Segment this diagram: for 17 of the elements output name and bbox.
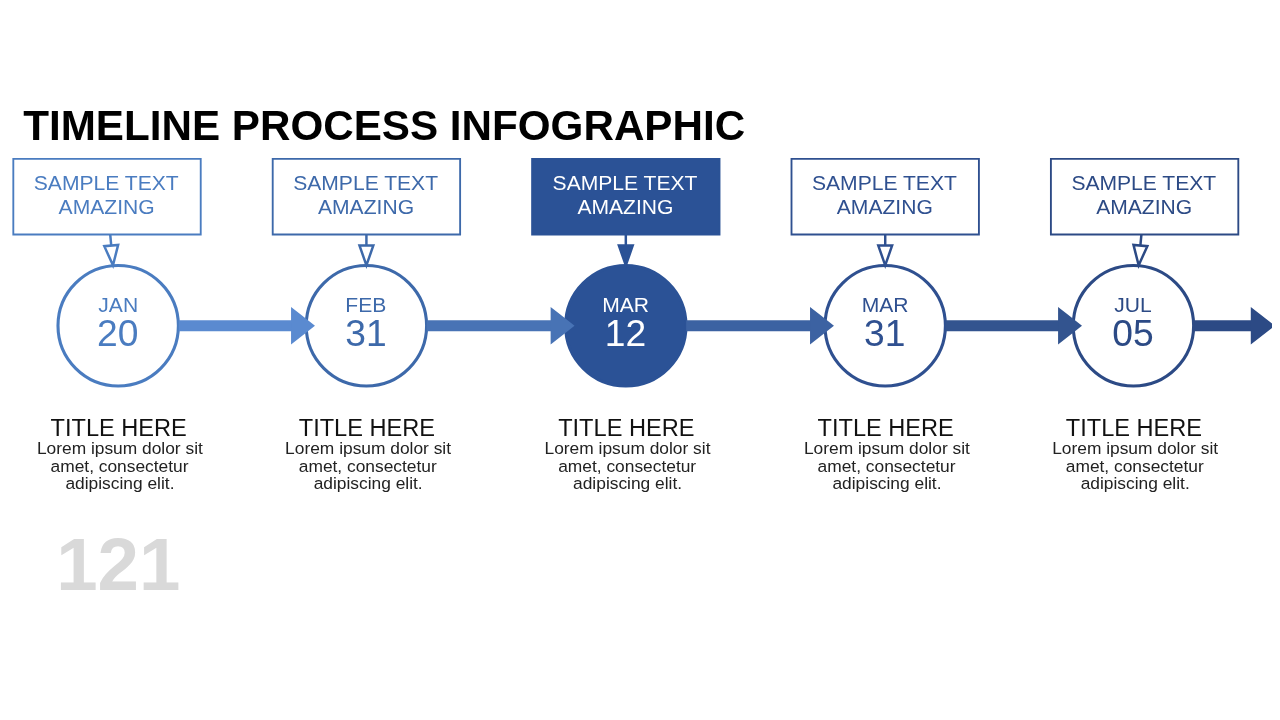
node-box: SAMPLE TEXT AMAZING (531, 157, 721, 235)
arrow (686, 306, 834, 345)
arrow (178, 306, 315, 345)
arrow (426, 306, 575, 345)
node-box: SAMPLE TEXT AMAZING (271, 157, 462, 235)
arrow (1194, 306, 1272, 345)
node-circle: MAR 12 (564, 263, 688, 387)
arrow (945, 306, 1082, 345)
node-box: SAMPLE TEXT AMAZING (790, 157, 980, 235)
node-box: SAMPLE TEXT AMAZING (12, 157, 202, 235)
arrow (357, 234, 376, 269)
node-circle: MAR 31 (823, 263, 947, 387)
node-circle: JAN 20 (56, 263, 180, 387)
node-box: SAMPLE TEXT AMAZING (1049, 157, 1240, 235)
node-circle: FEB 31 (304, 263, 429, 387)
node-circle: JUL 05 (1071, 263, 1196, 387)
diagram-title: TIMELINE PROCESS INFOGRAPHIC (23, 101, 746, 149)
